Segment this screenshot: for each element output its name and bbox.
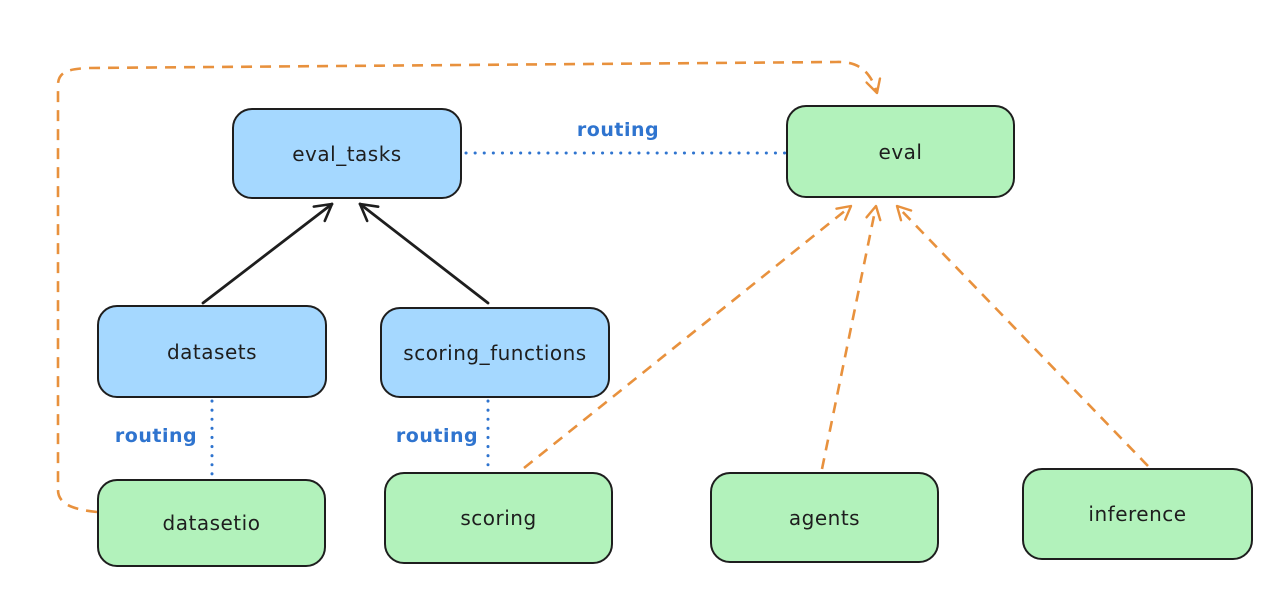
node-eval-tasks-label: eval_tasks [292, 141, 402, 166]
node-agents-label: agents [788, 505, 861, 530]
edge-scoring-functions-to-eval-tasks [358, 202, 490, 305]
edge-inference-to-eval [895, 204, 1149, 467]
node-datasetio: datasetio [97, 479, 326, 567]
node-eval-tasks: eval_tasks [232, 108, 462, 199]
node-scoring-label: scoring [460, 506, 537, 530]
node-scoring: scoring [384, 472, 613, 564]
node-eval-label: eval [878, 139, 923, 164]
node-datasets-label: datasets [166, 339, 258, 364]
node-inference-label: inference [1088, 502, 1187, 526]
node-agents: agents [710, 472, 939, 563]
node-inference: inference [1022, 468, 1253, 560]
node-datasets: datasets [97, 305, 327, 398]
edge-agents-to-eval [820, 204, 882, 470]
node-eval: eval [786, 105, 1015, 198]
node-scoring-functions-label: scoring_functions [403, 340, 587, 365]
edge-label-routing-eval-tasks-eval: routing [576, 119, 660, 141]
edge-datasets-to-eval-tasks [201, 202, 334, 305]
node-scoring-functions: scoring_functions [380, 307, 610, 398]
edge-label-routing-scoring-functions-scoring: routing [395, 425, 479, 447]
edge-label-routing-datasets-datasetio: routing [114, 425, 198, 447]
node-datasetio-label: datasetio [162, 511, 261, 535]
